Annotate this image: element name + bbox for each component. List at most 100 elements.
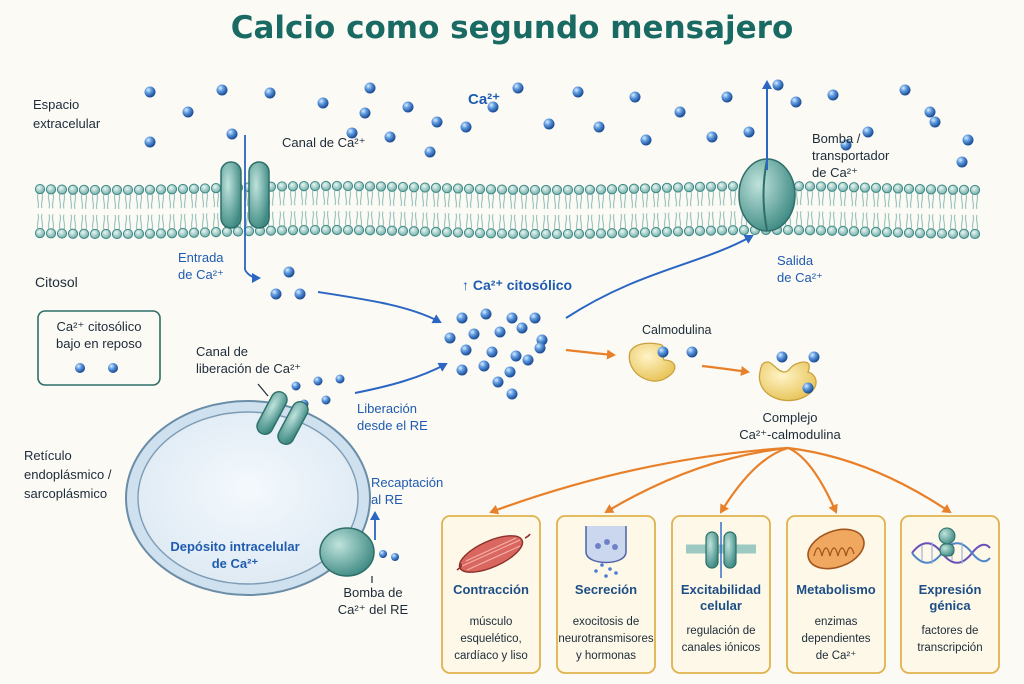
lipid-tail [718, 190, 722, 206]
lipid-tail [443, 212, 447, 229]
lipid-tail [722, 211, 726, 227]
lipid-tail [909, 213, 913, 230]
lipid-head [705, 181, 717, 192]
lipid-tail [887, 192, 891, 208]
lipid-head [177, 227, 189, 239]
lipid-head [573, 184, 585, 195]
lipid-tail [608, 214, 612, 230]
lipid-tail [920, 192, 924, 209]
lipid-tail [73, 193, 77, 209]
ion [674, 106, 686, 118]
ion [364, 82, 376, 94]
effect-arrow [787, 446, 952, 514]
lipid-head [100, 184, 112, 196]
lipid-head [914, 183, 926, 195]
lipid-tail [564, 214, 568, 231]
lipid-tail [172, 214, 176, 230]
lipid-tail [865, 212, 869, 228]
lipid-tail [216, 191, 220, 208]
lipid-head [507, 184, 519, 195]
lipid-tail [377, 211, 381, 227]
lipid-tail [157, 193, 161, 209]
label-line: Bomba de [343, 585, 403, 600]
lipid-head [298, 181, 310, 192]
ion [480, 308, 492, 320]
lipid-head [111, 228, 123, 240]
label-line: músculo [469, 616, 513, 628]
lipid-tail [106, 214, 110, 231]
lipid-tail [322, 189, 326, 206]
lipid-head [617, 227, 629, 239]
lipid-head [716, 181, 728, 192]
lipid-tail [850, 212, 854, 228]
reuptake-label: Recaptación al RE [371, 474, 443, 508]
ion [402, 101, 414, 113]
lipid-head [650, 227, 662, 238]
lipid-tail [443, 192, 447, 208]
label-line: Canal de [196, 344, 249, 359]
mitochondria-icon [807, 528, 865, 570]
lipid-tail [817, 190, 821, 206]
lipid-head [430, 226, 442, 237]
lipid-tail [124, 214, 128, 231]
lipid-tail [667, 191, 671, 208]
lipid-tail [491, 214, 495, 230]
lipid-tail [612, 193, 616, 209]
lipid-head [694, 181, 706, 193]
lipid-tail [95, 214, 99, 231]
ion [827, 89, 839, 101]
lipid-tail [392, 190, 396, 206]
lipid-head [45, 184, 57, 195]
lipid-tail [656, 191, 660, 208]
card-title: Contracción [442, 582, 540, 598]
effect-card-gene-expression: Expresión génica factores de transcripci… [901, 516, 999, 673]
lipid-tail [843, 211, 847, 228]
lipid-head [342, 224, 354, 236]
lipid-head [34, 227, 46, 239]
ion [772, 79, 784, 91]
lipid-tail [546, 193, 550, 210]
lipid-tail [905, 192, 909, 209]
lipid-tail [326, 189, 330, 206]
lipid-tail [58, 214, 62, 230]
lipid-tail [212, 191, 216, 208]
lipid-head [551, 228, 563, 240]
lipid-head [452, 227, 464, 238]
lipid-head [298, 225, 310, 236]
lipid-head [155, 184, 167, 195]
lipid-tail [403, 190, 407, 207]
lipid-head [738, 225, 750, 236]
lipid-tail [348, 189, 352, 206]
ion [182, 106, 194, 118]
lipid-head [199, 183, 211, 194]
ion [216, 84, 228, 96]
lipid-tail [62, 193, 66, 209]
lipid-head [573, 228, 585, 239]
lipid-tail [931, 193, 935, 209]
card-description: enzimas dependientes de Ca²⁺ [787, 614, 885, 665]
lipid-head [386, 225, 398, 236]
label-line: Espacio [33, 97, 80, 112]
release-to-cytosol-arrow [354, 362, 448, 394]
label-line: Metabolismo [796, 582, 876, 597]
lipid-tail [663, 212, 667, 228]
ion [706, 131, 718, 143]
lipid-head [320, 224, 332, 236]
ion [862, 126, 874, 138]
cytosolic-increase-label: ↑ Ca²⁺ citosólico [462, 277, 573, 293]
lipid-head [210, 183, 222, 194]
entry-ions [270, 266, 306, 300]
label-line: al RE [371, 492, 403, 507]
lipid-head [452, 183, 464, 194]
lipid-head [727, 181, 739, 192]
lipid-head [276, 225, 288, 236]
cytosol-to-calmodulin-arrow [565, 348, 616, 360]
lipid-head [133, 184, 145, 195]
lipid-tail [315, 189, 319, 206]
lipid-head [870, 226, 882, 237]
lipid-tail [854, 212, 858, 228]
release-channel-label: Canal de liberación de Ca²⁺ [196, 343, 301, 377]
lipid-tail [480, 192, 484, 209]
lipid-head [78, 184, 90, 195]
lipid-tail [106, 193, 110, 210]
